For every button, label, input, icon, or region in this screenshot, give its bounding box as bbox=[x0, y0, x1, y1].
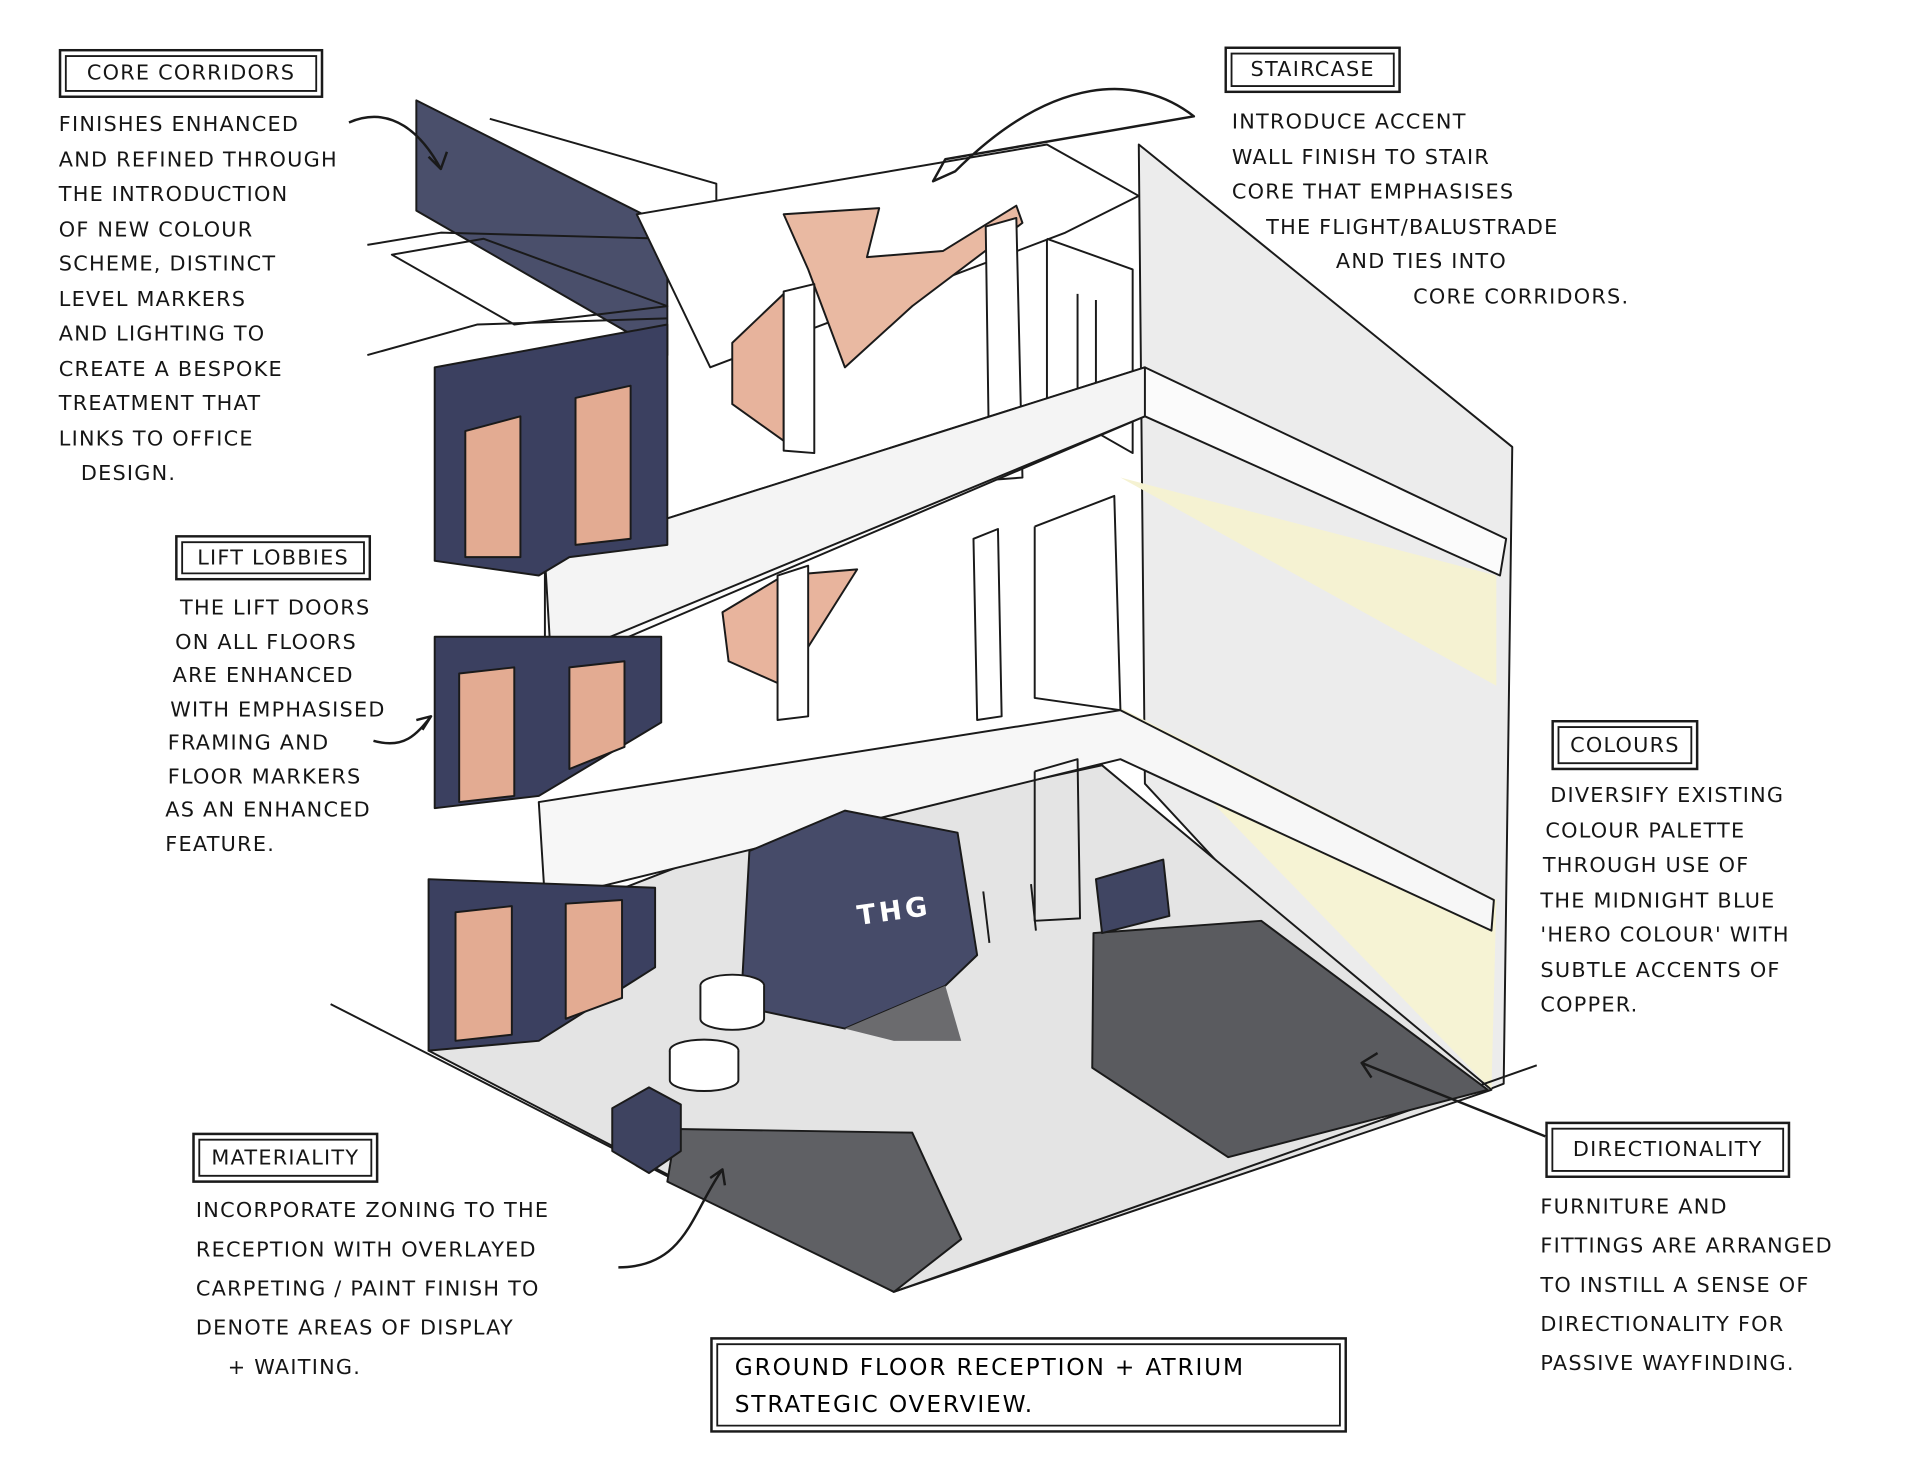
staircase-note: Introduce accent wall finish to stair co… bbox=[1232, 105, 1629, 314]
note-line: and refined through bbox=[58, 147, 338, 173]
arrow-staircase bbox=[931, 87, 1196, 183]
note-line: floor markers bbox=[167, 764, 362, 790]
light-wash-upper bbox=[1120, 477, 1497, 686]
note-line: feature. bbox=[165, 832, 276, 857]
note-line: and lighting to bbox=[58, 322, 266, 347]
note-line: through use of bbox=[1542, 853, 1750, 878]
colours-title: Colours bbox=[1551, 720, 1699, 771]
note-line: to instill a sense of bbox=[1540, 1273, 1810, 1298]
note-line: subtle accents of bbox=[1540, 958, 1781, 983]
note-line: are enhanced bbox=[172, 663, 354, 689]
sheet-title-line-2: strategic overview. bbox=[734, 1391, 1034, 1418]
lift-lobbies-title-text: Lift Lobbies bbox=[197, 545, 349, 571]
note-line: core corridors. bbox=[1413, 284, 1630, 310]
note-line: the introduction bbox=[58, 182, 289, 207]
note-line: carpeting / paint finish to bbox=[195, 1277, 540, 1302]
note-line: treatment that bbox=[58, 391, 262, 417]
note-line: scheme, distinct bbox=[58, 252, 277, 277]
note-line: directionality for bbox=[1540, 1312, 1785, 1338]
note-line: Furniture and bbox=[1540, 1195, 1728, 1220]
arrow-directionality bbox=[1360, 1052, 1546, 1138]
lift-lobby-ground bbox=[427, 878, 657, 1052]
core-corridor-panel bbox=[415, 99, 669, 357]
materiality-note: Incorporate zoning to the reception with… bbox=[196, 1191, 549, 1387]
note-line: level markers bbox=[58, 287, 247, 312]
directionality-title: Directionality bbox=[1545, 1121, 1791, 1178]
lift-lobbies-note: The lift doors on all floors are enhance… bbox=[165, 593, 385, 862]
note-line: Incorporate zoning to the bbox=[195, 1198, 550, 1224]
note-line: Introduce accent bbox=[1231, 110, 1467, 135]
thg-pod-shadow bbox=[844, 985, 962, 1041]
note-line: denote areas of display bbox=[195, 1316, 514, 1341]
colours-title-text: Colours bbox=[1570, 732, 1680, 758]
arrow-core-corridors bbox=[348, 115, 449, 171]
materiality-title: Materiality bbox=[192, 1132, 379, 1183]
sheet-title-line-1: Ground floor reception + atrium bbox=[734, 1354, 1245, 1382]
stair-copper-upper bbox=[782, 204, 1024, 369]
arrow-materiality bbox=[618, 1168, 727, 1269]
reception-desk bbox=[1094, 858, 1171, 935]
note-line: The lift doors bbox=[180, 596, 371, 621]
balcony-upper-face bbox=[543, 366, 1146, 663]
stool-1 bbox=[699, 973, 766, 1031]
mid-right-column bbox=[972, 528, 1003, 721]
note-line: wall finish to stair bbox=[1231, 145, 1491, 170]
note-line: core that emphasises bbox=[1231, 180, 1515, 205]
display-plinth bbox=[611, 1086, 682, 1175]
carpet-zone-left bbox=[666, 1128, 963, 1293]
note-line: fittings are arranged bbox=[1540, 1234, 1833, 1259]
note-line: passive wayfinding. bbox=[1540, 1351, 1795, 1377]
staircase-title-text: Staircase bbox=[1250, 57, 1375, 83]
note-line: 'hero colour' with bbox=[1540, 923, 1790, 948]
staircase-title: Staircase bbox=[1224, 46, 1401, 94]
note-line: framing and bbox=[167, 731, 330, 756]
note-line: of new colour bbox=[58, 217, 254, 242]
lift-lobby-middle bbox=[433, 635, 663, 810]
note-line: on all floors bbox=[175, 630, 357, 655]
arrow-lift-lobbies bbox=[373, 715, 433, 745]
note-line: Diversify existing bbox=[1550, 783, 1785, 809]
note-line: design. bbox=[80, 461, 177, 487]
note-line: + waiting. bbox=[227, 1355, 362, 1381]
note-line: create a bespoke bbox=[58, 356, 283, 382]
directionality-note: Furniture and fittings are arranged to i… bbox=[1540, 1188, 1833, 1384]
note-line: with emphasised bbox=[170, 697, 386, 722]
core-corridors-title: Core Corridors bbox=[58, 48, 324, 98]
carpet-zone-right bbox=[1091, 919, 1489, 1159]
directionality-title-text: Directionality bbox=[1572, 1137, 1763, 1163]
mid-column bbox=[776, 564, 810, 721]
note-line: the flight/balustrade bbox=[1266, 214, 1559, 240]
lift-lobbies-title: Lift Lobbies bbox=[175, 535, 372, 581]
stair-column bbox=[782, 283, 816, 455]
core-corridors-note: Finishes enhanced and refined through th… bbox=[59, 108, 338, 492]
note-line: and ties into bbox=[1335, 249, 1507, 275]
note-line: the midnight blue bbox=[1540, 888, 1776, 913]
materiality-title-text: Materiality bbox=[211, 1145, 360, 1171]
note-line: as an enhanced bbox=[165, 798, 371, 823]
note-line: colour palette bbox=[1545, 818, 1746, 844]
note-line: reception with overlayed bbox=[195, 1237, 537, 1263]
core-corridors-title-text: Core Corridors bbox=[86, 61, 296, 86]
note-line: links to office bbox=[58, 426, 254, 452]
note-line: Finishes enhanced bbox=[58, 112, 300, 138]
lift-lobby-upper bbox=[433, 323, 669, 577]
stool-2 bbox=[668, 1038, 740, 1092]
colours-note: Diversify existing colour palette throug… bbox=[1540, 779, 1789, 1023]
sheet-title: Ground floor reception + atrium strategi… bbox=[710, 1337, 1347, 1433]
note-line: copper. bbox=[1540, 993, 1639, 1018]
